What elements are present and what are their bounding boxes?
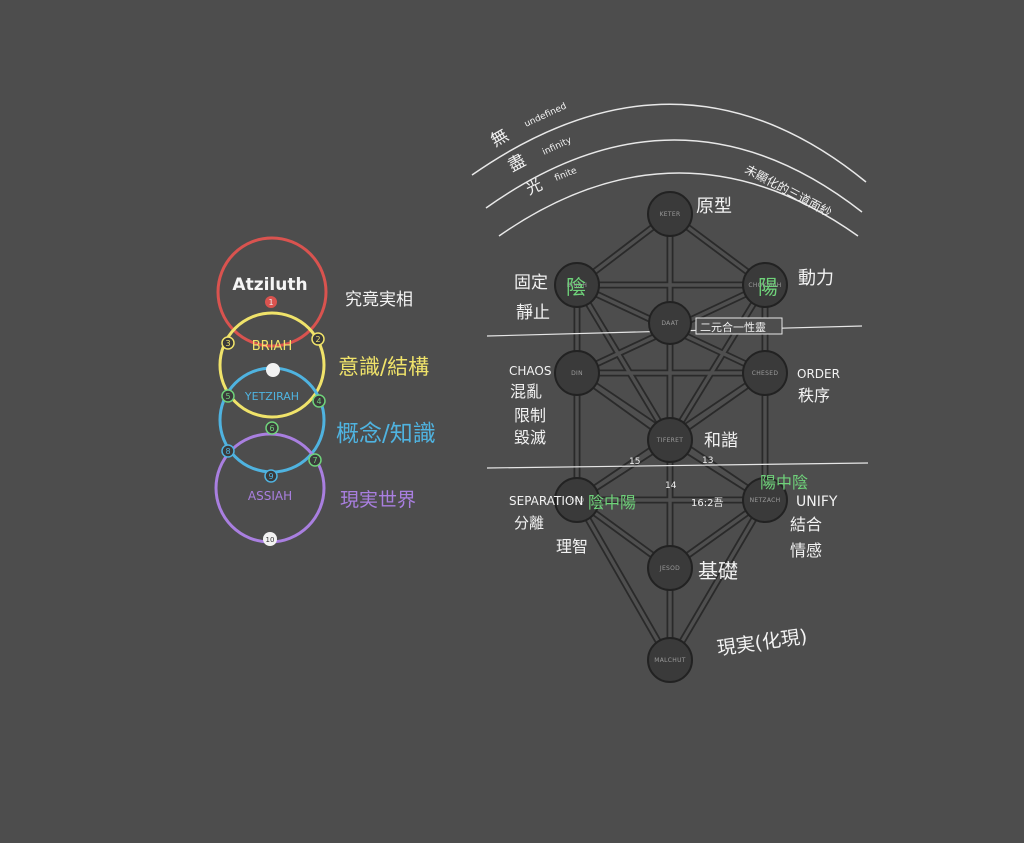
sephira-hod: HOD <box>554 477 600 523</box>
note-binah-left-2: 靜止 <box>516 303 550 323</box>
note-hod-1: SEPARATION <box>509 494 583 508</box>
note-tiferet: 和諧 <box>704 431 738 451</box>
world-node-5 <box>221 389 235 403</box>
world-node-8-label: 8 <box>225 447 230 456</box>
sephira-daat-label: DAAT <box>661 320 678 327</box>
note-din-3: 限制 <box>514 406 546 425</box>
sephira-tiferet-label: TIFERET <box>656 437 683 444</box>
world-node-4 <box>312 394 326 408</box>
world-name-yetzirah: YETZIRAH <box>244 390 299 403</box>
note-keter: 原型 <box>696 196 732 217</box>
arc-glyph-infinity: 盡 <box>505 151 529 177</box>
yetzirah-circle <box>218 366 326 474</box>
note-din-1: CHAOS <box>509 364 551 378</box>
sephira-chesed-label: CHESED <box>752 370 779 377</box>
note-chokmah-sign: 陽 <box>758 275 778 299</box>
note-binah-left-1: 固定 <box>514 273 548 293</box>
world-node-10 <box>263 532 277 546</box>
world-node-6 <box>265 421 279 435</box>
sephira-chesed: CHESED <box>742 350 788 396</box>
path-number-14: 14 <box>665 481 677 491</box>
sephira-keter-label: KETER <box>660 211 681 218</box>
arc-glyph-finite: 光 <box>523 175 546 199</box>
note-jesod: 基礎 <box>698 559 738 583</box>
world-node-daat <box>266 363 280 377</box>
world-note-atziluth: 究竟実相 <box>345 290 413 310</box>
sephira-daat: DAAT <box>648 301 692 345</box>
sephira-malchut: MALCHUT <box>647 637 693 683</box>
world-node-10-label: 10 <box>266 536 275 544</box>
world-name-briah: BRIAH <box>252 339 292 354</box>
arc-finite <box>498 172 859 237</box>
world-node-2-label: 2 <box>315 335 320 344</box>
world-name-assiah: ASSIAH <box>248 489 292 503</box>
sephira-binah-label: BINAH <box>567 282 588 289</box>
arc-label-finite: finite <box>553 166 578 184</box>
world-note-assiah: 現実世界 <box>340 489 416 511</box>
sephira-din-label: DIN <box>571 370 583 377</box>
tree-annotations: 原型 陰 固定 靜止 陽 動力 CHAOS 混亂 限制 毀滅 ORDER 秩序 … <box>509 196 840 660</box>
sephira-tiferet: TIFERET <box>647 417 693 463</box>
world-node-5-label: 5 <box>225 392 230 401</box>
sephira-netzach-label: NETZACH <box>750 497 781 504</box>
note-malchut: 現実(化現) <box>716 626 809 660</box>
arc-label-infinity: infinity <box>541 135 574 157</box>
divider-lower <box>486 462 869 469</box>
sephira-binah: BINAH <box>554 262 600 308</box>
sephira-hod-label: HOD <box>570 497 585 504</box>
atziluth-circle <box>216 236 328 348</box>
daat-note-box <box>695 317 783 335</box>
sephira-jesod: JESOD <box>647 545 693 591</box>
note-chokmah-right: 動力 <box>798 268 834 289</box>
world-node-1 <box>265 296 277 308</box>
note-hod-sign: 陰中陽 <box>588 493 636 512</box>
sephira-jesod-label: JESOD <box>659 565 680 572</box>
path-number-15: 15 <box>629 457 640 467</box>
sephira-keter: KETER <box>647 191 693 237</box>
note-din-2: 混亂 <box>510 382 542 401</box>
note-binah-sign: 陰 <box>566 275 586 299</box>
world-node-2 <box>311 332 325 346</box>
note-netzach-1: UNIFY <box>796 494 838 510</box>
world-node-3-label: 3 <box>225 339 230 348</box>
note-netzach-sign: 陽中陰 <box>760 473 808 492</box>
sephira-chokmah-label: CHOKMAH <box>748 282 781 289</box>
note-din-4: 毀滅 <box>514 428 546 447</box>
arc-note: 未顯化的三道面紗 <box>743 161 835 219</box>
four-worlds-diagram: Atziluth BRIAH YETZIRAH ASSIAH 究竟実相 意識/結… <box>214 236 436 546</box>
note-chesed-1: ORDER <box>797 367 840 381</box>
world-node-9-label: 9 <box>268 472 273 481</box>
arc-undefined <box>471 103 867 183</box>
briah-circle <box>218 311 326 419</box>
sephira-chokmah: CHOKMAH <box>742 262 788 308</box>
world-note-briah: 意識/結構 <box>338 355 429 379</box>
world-node-6-label: 6 <box>269 424 274 433</box>
world-node-3 <box>221 336 235 350</box>
world-node-9 <box>264 469 278 483</box>
daat-note: 二元合一性靈 <box>700 320 766 334</box>
arc-infinity <box>485 139 863 213</box>
world-node-1-label: 1 <box>268 298 273 307</box>
sephira-netzach: NETZACH <box>742 477 788 523</box>
world-node-4-label: 4 <box>316 397 321 406</box>
world-node-8 <box>221 444 235 458</box>
note-netzach-3: 情感 <box>790 541 822 560</box>
note-hod-3: 理智 <box>556 537 588 556</box>
path-number-16: 16:2吾 <box>691 497 723 509</box>
note-chesed-2: 秩序 <box>798 386 830 405</box>
sephira-malchut-label: MALCHUT <box>654 657 686 664</box>
sephiroth-nodes: KETER BINAH CHOKMAH DAAT DIN CHESED TIFE… <box>554 191 788 683</box>
note-netzach-2: 結合 <box>790 515 822 534</box>
arc-glyph-undefined: 無 <box>488 126 513 152</box>
world-name-atziluth: Atziluth <box>232 275 307 295</box>
note-hod-2: 分離 <box>514 514 544 532</box>
world-note-yetzirah: 概念/知識 <box>336 421 436 447</box>
world-node-7-label: 7 <box>312 456 317 465</box>
path-number-13: 13 <box>702 456 713 466</box>
sephira-din: DIN <box>554 350 600 396</box>
world-node-7 <box>308 453 322 467</box>
